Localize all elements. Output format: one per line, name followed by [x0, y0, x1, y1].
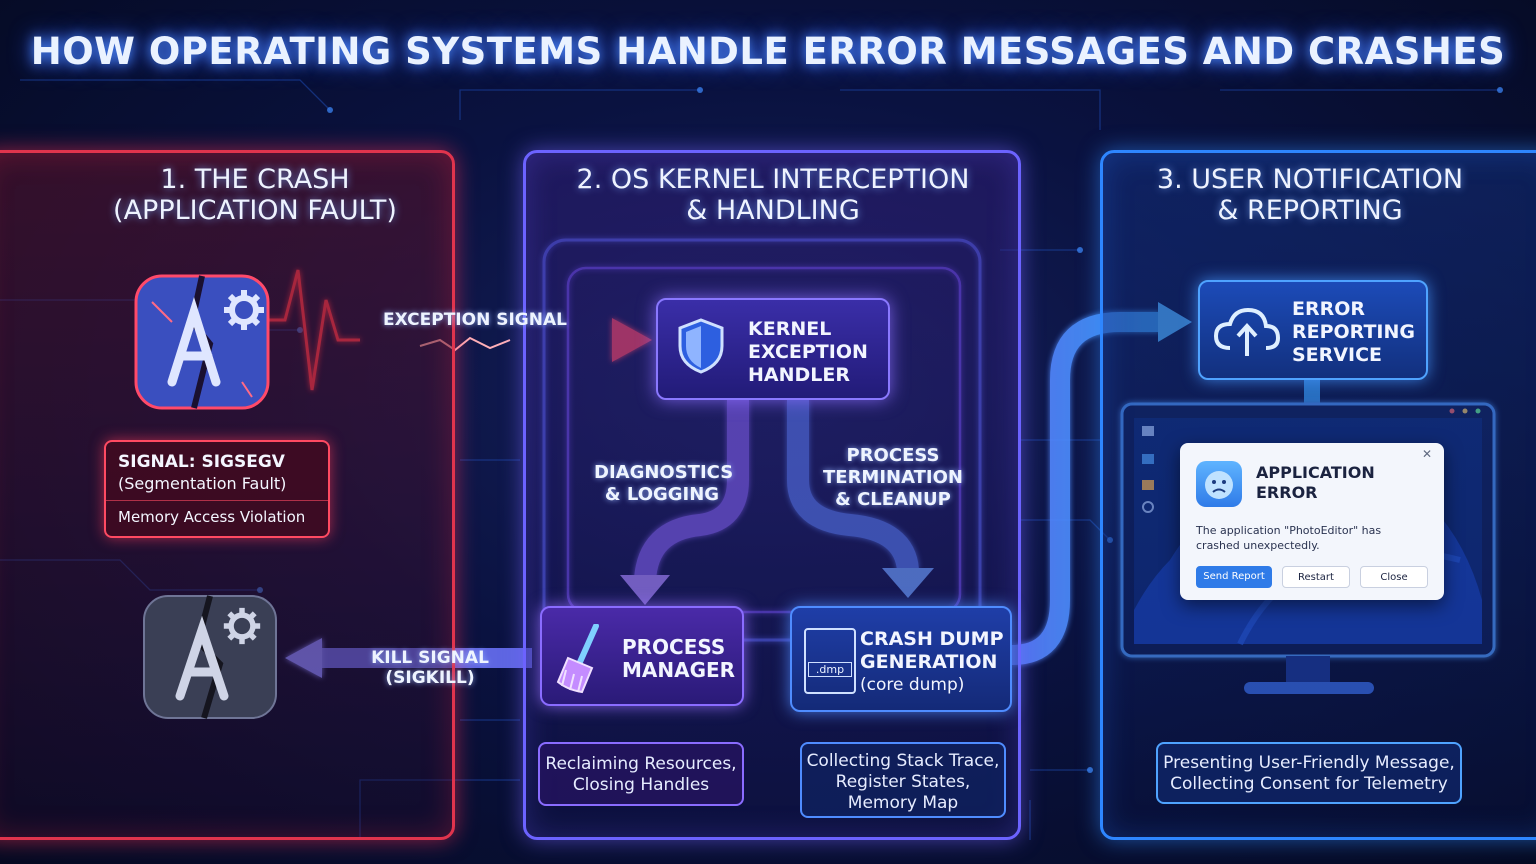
- panel-crash-title-line2: (APPLICATION FAULT): [113, 195, 397, 226]
- dialog-close-icon[interactable]: ✕: [1421, 447, 1432, 461]
- gear-icon: [222, 606, 262, 646]
- close-button[interactable]: Close: [1360, 566, 1428, 588]
- panel-kernel-title: 2. OS KERNEL INTERCEPTION & HANDLING: [540, 164, 1006, 226]
- process-manager-text: PROCESS MANAGER: [622, 636, 735, 682]
- signal-box: SIGNAL: SIGSEGV (Segmentation Fault) Mem…: [104, 440, 330, 538]
- diagnostics-label-line2: & LOGGING: [604, 484, 720, 505]
- crash-dump-line1: CRASH DUMP: [860, 628, 1004, 650]
- panel-kernel: [523, 150, 1021, 840]
- signal-description: (Segmentation Fault): [118, 474, 287, 493]
- process-manager-note-line2: Closing Handles: [572, 775, 710, 795]
- panel-user-title-line2: & REPORTING: [1217, 195, 1403, 226]
- diagnostics-label: DIAGNOSTICS & LOGGING: [594, 462, 734, 506]
- panel-crash-title: 1. THE CRASH (APPLICATION FAULT): [60, 164, 450, 226]
- crash-dump-line2: GENERATION: [860, 651, 998, 673]
- crash-dump-note: Collecting Stack Trace, Register States,…: [800, 742, 1006, 818]
- dialog-title-line2: ERROR: [1256, 483, 1318, 502]
- panel-crash-title-line1: 1. THE CRASH: [160, 164, 350, 195]
- termination-label: PROCESS TERMINATION & CLEANUP: [818, 445, 968, 511]
- process-manager-note: Reclaiming Resources, Closing Handles: [538, 742, 744, 806]
- panel-user-title-line1: 3. USER NOTIFICATION: [1156, 164, 1464, 195]
- panel-user-title: 3. USER NOTIFICATION & REPORTING: [1120, 164, 1500, 226]
- process-manager-line1: PROCESS: [622, 635, 726, 659]
- kernel-handler-line2: EXCEPTION: [748, 341, 868, 363]
- shield-icon: [678, 318, 724, 378]
- error-service-line3: SERVICE: [1292, 344, 1382, 366]
- panel-kernel-title-line2: & HANDLING: [686, 195, 860, 226]
- gear-icon: [222, 288, 266, 332]
- kernel-exception-handler: KERNEL EXCEPTION HANDLER: [656, 298, 890, 400]
- error-service-text: ERROR REPORTING SERVICE: [1292, 298, 1415, 367]
- termination-label-line2: TERMINATION: [823, 467, 963, 488]
- process-manager: PROCESS MANAGER: [540, 606, 744, 706]
- crash-dump-note-line1: Collecting Stack Trace,: [806, 751, 1000, 771]
- signal-name: SIGNAL: SIGSEGV: [118, 452, 285, 472]
- dialog-title: APPLICATION ERROR: [1256, 463, 1375, 503]
- restart-button[interactable]: Restart: [1282, 566, 1350, 588]
- crash-dump-text: CRASH DUMP GENERATION (core dump): [860, 628, 1004, 697]
- signal-divider: [106, 500, 328, 501]
- broom-icon: [552, 623, 608, 698]
- crash-dump-note-line2: Register States,: [835, 772, 971, 792]
- cloud-upload-icon: [1212, 304, 1282, 364]
- kernel-handler-line1: KERNEL: [748, 318, 832, 340]
- crash-dump-line3: (core dump): [860, 675, 965, 695]
- error-reporting-service: ERROR REPORTING SERVICE: [1198, 280, 1428, 380]
- page-title: HOW OPERATING SYSTEMS HANDLE ERROR MESSA…: [30, 30, 1506, 73]
- send-report-button[interactable]: Send Report: [1196, 566, 1272, 588]
- sad-face-icon: [1196, 461, 1242, 507]
- user-notification-note: Presenting User-Friendly Message, Collec…: [1156, 742, 1462, 804]
- process-manager-note-line1: Reclaiming Resources,: [545, 754, 737, 774]
- user-note-line1: Presenting User-Friendly Message,: [1163, 753, 1455, 773]
- kernel-handler-text: KERNEL EXCEPTION HANDLER: [748, 318, 868, 387]
- dialog-message: The application "PhotoEditor" has crashe…: [1196, 523, 1381, 553]
- dump-file-ext: .dmp: [808, 662, 852, 677]
- termination-label-line3: & CLEANUP: [835, 489, 951, 510]
- dialog-message-line2: crashed unexpectedly.: [1196, 539, 1320, 552]
- broken-app-icon: [140, 592, 280, 722]
- user-note-line2: Collecting Consent for Telemetry: [1170, 774, 1448, 794]
- crash-dump-generation: .dmp CRASH DUMP GENERATION (core dump): [790, 606, 1012, 712]
- panel-kernel-title-line1: 2. OS KERNEL INTERCEPTION: [576, 164, 970, 195]
- kernel-handler-line3: HANDLER: [748, 364, 850, 386]
- error-service-line2: REPORTING: [1292, 321, 1415, 343]
- dialog-message-line1: The application "PhotoEditor" has: [1196, 524, 1382, 537]
- crash-dump-note-line3: Memory Map: [847, 793, 959, 813]
- error-service-line1: ERROR: [1292, 298, 1366, 320]
- termination-label-line1: PROCESS: [846, 445, 940, 466]
- exception-signal-label: EXCEPTION SIGNAL: [383, 310, 567, 330]
- diagnostics-label-line1: DIAGNOSTICS: [594, 462, 734, 483]
- dump-file-icon: .dmp: [804, 628, 856, 694]
- signal-detail: Memory Access Violation: [118, 508, 306, 526]
- process-manager-line2: MANAGER: [622, 658, 736, 682]
- dialog-title-line1: APPLICATION: [1256, 463, 1375, 482]
- kill-signal-label: KILL SIGNAL (SIGKILL): [371, 648, 489, 688]
